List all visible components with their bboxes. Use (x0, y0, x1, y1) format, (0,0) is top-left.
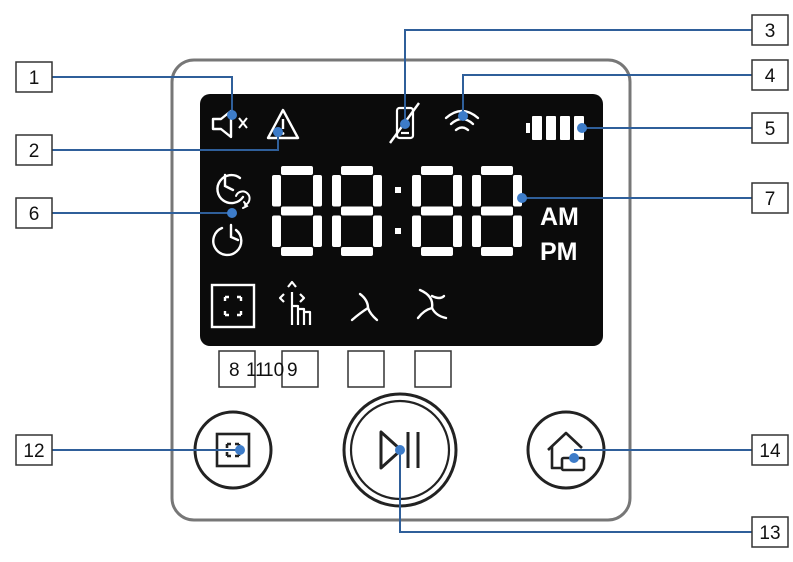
time-digit (272, 166, 322, 256)
digit-segment (272, 215, 281, 247)
callout-label-4: 4 (765, 66, 776, 87)
callout-4: 4 (751, 59, 789, 91)
callout-7: 7 (751, 182, 789, 214)
am-indicator: AM (540, 203, 579, 231)
speaker-mute-icon (211, 109, 248, 139)
digit-segment (481, 247, 513, 256)
digit-segment (313, 215, 322, 247)
digit-segment (412, 175, 421, 207)
digit-segment (513, 215, 522, 247)
callout-label-14: 14 (759, 441, 781, 462)
digit-segment (453, 215, 462, 247)
digit-segment (481, 166, 513, 175)
digit-segment (421, 206, 453, 216)
callout-13: 13 (751, 516, 789, 548)
callout-3: 3 (751, 14, 789, 46)
time-digits (272, 166, 522, 256)
digit-segment (373, 215, 382, 247)
digit-segment (341, 247, 373, 256)
label-box-blank-2 (414, 350, 452, 388)
callout-label-7: 7 (765, 189, 776, 210)
clock-icon (212, 223, 243, 257)
callout-6: 6 (15, 197, 53, 229)
fan-turbo-icon (416, 288, 448, 320)
callout-label-13: 13 (759, 523, 780, 544)
callout-label-1: 1 (29, 68, 40, 89)
label-box-10-9 (281, 350, 319, 388)
callout-label-9: 9 (287, 360, 298, 381)
callout-1: 1 (15, 61, 53, 93)
callout-2: 2 (15, 134, 53, 166)
callout-14: 14 (751, 434, 789, 466)
digit-segment (281, 247, 313, 256)
digit-segment (332, 175, 341, 207)
digit-segment (341, 206, 373, 216)
digit-segment (313, 175, 322, 207)
label-box-blank-1 (347, 350, 385, 388)
hand-touch-icon (278, 280, 312, 325)
callout-label-5: 5 (765, 119, 776, 140)
callout-5: 5 (751, 112, 789, 144)
callout-label-8: 8 (229, 360, 240, 381)
digit-segment (281, 166, 313, 175)
digit-segment (481, 206, 513, 216)
digit-segment (421, 247, 453, 256)
fan-icon (350, 292, 379, 322)
digit-segment (373, 175, 382, 207)
clock-repeat-icon (216, 173, 251, 209)
play-pause-icon (379, 430, 420, 470)
digit-segment (412, 215, 421, 247)
digit-segment (472, 215, 481, 247)
spot-clean-icon (210, 283, 256, 329)
digit-segment (472, 175, 481, 207)
time-digit (412, 166, 462, 256)
time-digit (332, 166, 382, 256)
digit-segment (272, 175, 281, 207)
digit-segment (332, 215, 341, 247)
digit-segment (453, 175, 462, 207)
callout-label-12: 12 (23, 441, 44, 462)
callout-label-6: 6 (29, 204, 40, 225)
callout-label-2: 2 (29, 141, 40, 162)
pm-indicator: PM (540, 238, 578, 266)
callout-12: 12 (15, 434, 53, 466)
time-digit (472, 166, 522, 256)
digit-segment (281, 206, 313, 216)
digit-segment (421, 166, 453, 175)
label-box-8-11 (218, 350, 256, 388)
callout-label-3: 3 (765, 21, 776, 42)
callout-label-11: 11 (246, 360, 266, 381)
battery-icon (526, 116, 584, 140)
digit-segment (341, 166, 373, 175)
lcd-display (200, 94, 603, 346)
callout-label-10: 10 (263, 360, 284, 381)
time-colon (395, 187, 401, 234)
